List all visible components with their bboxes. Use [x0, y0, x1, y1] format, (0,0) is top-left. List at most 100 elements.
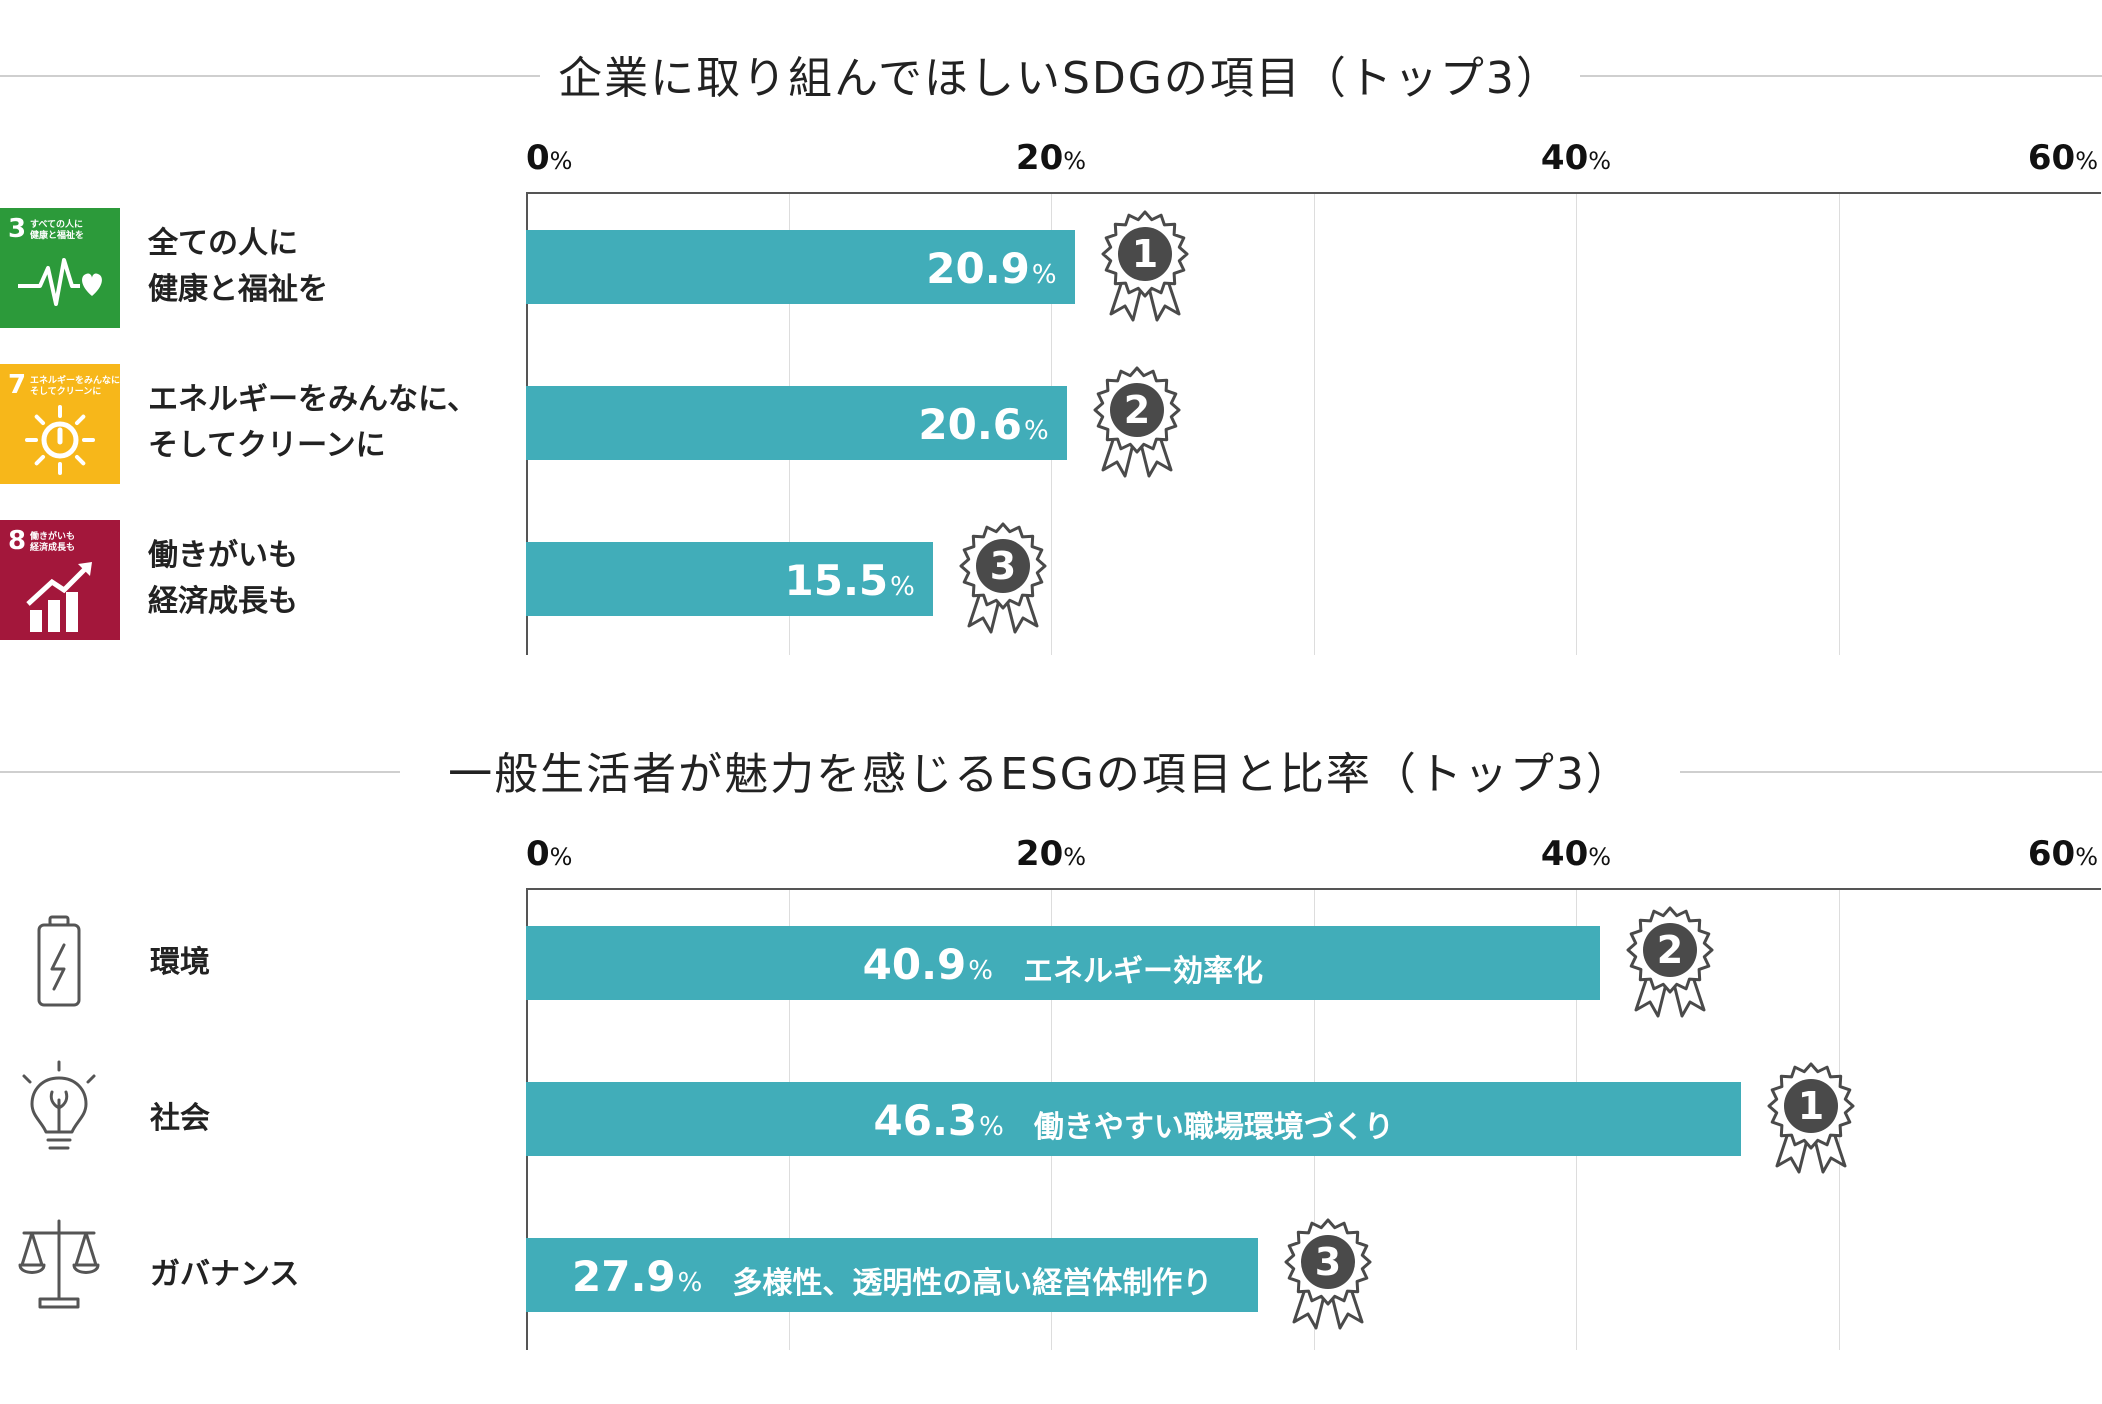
- bar: [526, 926, 1600, 1000]
- category-label-line: 経済成長も: [148, 584, 298, 619]
- sdg-icon-text-line: エネルギーをみんなに: [30, 376, 121, 386]
- category-label: 社会: [150, 1096, 210, 1142]
- sdg-icon-text-line: 働きがいも: [30, 532, 76, 542]
- category-label: エネルギーをみんなに、そしてクリーンに: [148, 377, 477, 469]
- bar-value-unit: %: [677, 1268, 703, 1298]
- category-label-line: 健康と福祉を: [148, 272, 328, 307]
- rank-rosette-icon: 1: [1101, 210, 1189, 322]
- rank-rosette-icon: 2: [1626, 906, 1714, 1018]
- tick-value: 20: [1015, 138, 1064, 178]
- sdg-icon-text-line: 健康と福祉を: [30, 231, 85, 241]
- sdg-pictogram: [26, 562, 92, 632]
- category-label-line: 環境: [150, 945, 210, 980]
- sdg-icon-text: 働きがいも経済成長も: [30, 532, 75, 554]
- bar: [526, 230, 1075, 304]
- bar-description: エネルギー効率化: [1022, 954, 1263, 989]
- sdg-number: 7: [8, 370, 27, 400]
- sdg-pictogram: [25, 405, 95, 475]
- rank-rosette-icon: 2: [1093, 366, 1181, 478]
- sdg-number: 3: [8, 214, 27, 244]
- bar-value: 27.9: [572, 1252, 676, 1301]
- tick-unit: %: [549, 843, 573, 871]
- category-label: 環境: [150, 940, 210, 986]
- category-label-line: そしてクリーンに: [148, 428, 386, 463]
- rank-number: 3: [990, 544, 1016, 588]
- sdg-icon-text: すべての人に健康と福祉を: [30, 220, 84, 242]
- x-tick-label: 0%: [526, 834, 572, 874]
- bar-value-label: 46.3%: [874, 1096, 1004, 1145]
- rank-rosette-icon: 1: [1767, 1062, 1855, 1174]
- sdg-icon-text: エネルギーをみんなにそしてクリーンに: [30, 376, 120, 398]
- sdg-pictogram: [18, 258, 102, 306]
- x-tick-label: 40%: [1541, 834, 1611, 874]
- tick-value: 40: [1540, 138, 1589, 178]
- x-tick-label: 0%: [526, 138, 572, 178]
- bar: [526, 1082, 1742, 1156]
- category-label: ガバナンス: [150, 1252, 299, 1298]
- lightbulb-icon: [22, 1060, 96, 1150]
- tick-unit: %: [1063, 147, 1087, 175]
- x-tick-label: 60%: [2028, 834, 2098, 874]
- category-label-line: 社会: [150, 1101, 210, 1136]
- category-label-line: エネルギーをみんなに、: [148, 382, 478, 417]
- gridline: [1576, 192, 1577, 655]
- scales-icon: [18, 1219, 100, 1309]
- sdg-chart-title: 企業に取り組んでほしいSDGの項目（トップ3）: [558, 53, 1562, 104]
- bar-value-label: 20.6%: [918, 400, 1048, 449]
- sdg-icon-text-line: そしてクリーンに: [30, 387, 102, 397]
- bar-description: 多様性、透明性の高い経営体制作り: [732, 1266, 1213, 1301]
- bar-value: 46.3: [873, 1096, 978, 1145]
- bar-value-label: 27.9%: [572, 1252, 702, 1301]
- title-rule-left: [0, 771, 400, 773]
- bar: [526, 1238, 1259, 1312]
- rank-number: 2: [1124, 388, 1150, 432]
- tick-value: 0: [526, 138, 550, 178]
- rank-number: 1: [1798, 1084, 1824, 1128]
- sdg-icon-text-line: 経済成長も: [30, 543, 76, 553]
- tick-unit: %: [549, 147, 573, 175]
- bar-value-unit: %: [979, 1112, 1004, 1142]
- title-rule-left: [0, 75, 540, 77]
- category-label-line: 全ての人に: [148, 226, 298, 261]
- rank-number: 1: [1131, 232, 1157, 276]
- bar-value: 15.5: [784, 556, 889, 605]
- category-label-line: 働きがいも: [148, 538, 298, 573]
- category-label: 全ての人に健康と福祉を: [148, 221, 328, 313]
- tick-value: 0: [526, 834, 550, 874]
- rank-number: 2: [1656, 928, 1682, 972]
- bar-value-unit: %: [890, 572, 915, 602]
- gridline: [1313, 192, 1315, 655]
- tick-unit: %: [1063, 843, 1087, 871]
- bar-value: 20.9: [926, 244, 1030, 293]
- x-tick-label: 20%: [1016, 138, 1086, 178]
- x-tick-label: 60%: [2028, 138, 2098, 178]
- category-label-line: ガバナンス: [150, 1257, 300, 1292]
- tick-unit: %: [2075, 147, 2098, 175]
- x-axis-line: [526, 888, 2101, 890]
- bar: [526, 542, 933, 616]
- category-label: 働きがいも経済成長も: [148, 533, 298, 625]
- bar-description: 働きやすい職場環境づくり: [1033, 1110, 1394, 1145]
- tick-unit: %: [2075, 843, 2098, 871]
- tick-value: 60: [2027, 834, 2076, 874]
- esg-chart-title: 一般生活者が魅力を感じるESGの項目と比率（トップ3）: [448, 749, 1632, 800]
- tick-unit: %: [1588, 147, 1612, 175]
- bar-value: 40.9: [862, 940, 967, 989]
- sdg-number: 8: [8, 526, 27, 556]
- gridline: [1838, 192, 1840, 655]
- rank-rosette-icon: 3: [959, 522, 1047, 634]
- bar-value-unit: %: [968, 956, 993, 986]
- bar-value: 20.6: [918, 400, 1023, 449]
- title-rule-right: [1680, 771, 2102, 773]
- tick-value: 20: [1015, 834, 1064, 874]
- bar-value-unit: %: [1024, 416, 1049, 446]
- x-tick-label: 20%: [1016, 834, 1086, 874]
- tick-unit: %: [1588, 843, 1612, 871]
- bar: [526, 386, 1067, 460]
- bar-value-unit: %: [1031, 260, 1057, 290]
- bar-value-label: 20.9%: [926, 244, 1056, 293]
